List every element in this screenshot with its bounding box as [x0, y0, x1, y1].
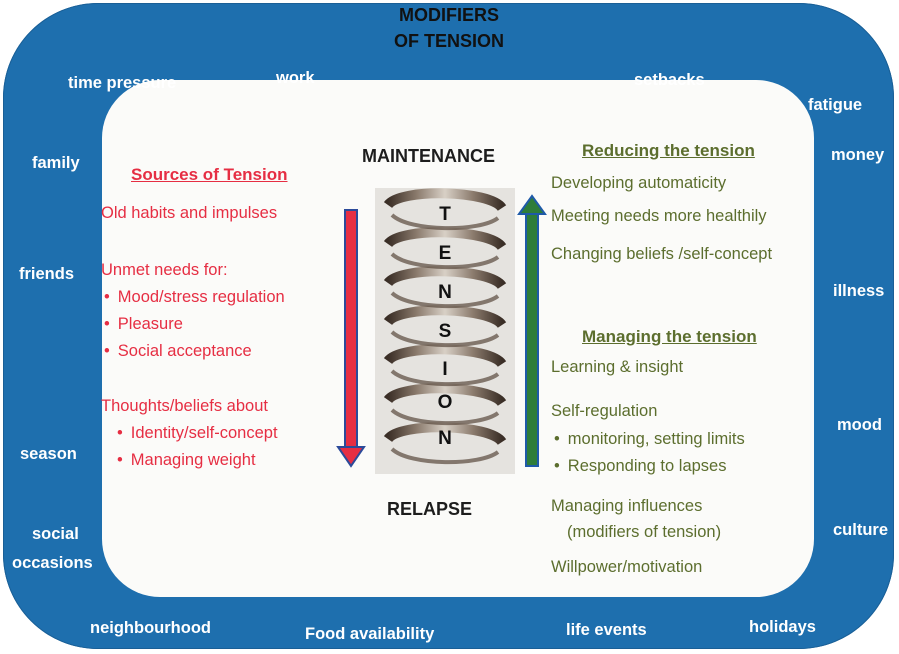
- sources-belief-item: Managing weight: [117, 451, 256, 471]
- sources-belief-item: Identity/self-concept: [117, 424, 278, 444]
- tension-letter-t: T: [439, 204, 451, 225]
- tension-letter-i: I: [442, 359, 448, 380]
- reducing-item: Developing automaticity: [551, 174, 727, 192]
- modifier-time-pressure: time pressure: [68, 74, 177, 92]
- tension-letter-e: E: [438, 243, 452, 264]
- reducing-item: Changing beliefs /self-concept: [551, 245, 773, 263]
- modifier-food-availability: Food availability: [305, 625, 435, 643]
- managing-heading: Managing the tension: [582, 327, 757, 346]
- tension-letter-n2: N: [438, 428, 452, 449]
- modifier-season: season: [20, 445, 77, 463]
- sources-thoughts: Thoughts/beliefs about: [101, 397, 268, 415]
- managing-influences: Managing influences: [551, 497, 703, 515]
- modifier-work: work: [276, 69, 315, 87]
- managing-bullet-item: Responding to lapses: [554, 457, 727, 477]
- managing-willpower: Willpower/motivation: [551, 558, 703, 576]
- sources-heading: Sources of Tension: [131, 165, 288, 184]
- tension-letter-s: S: [438, 321, 452, 342]
- modifiers-title: MODIFIERS OF TENSION: [337, 2, 561, 54]
- sources-old-habits: Old habits and impulses: [101, 204, 278, 222]
- modifier-money: money: [831, 146, 885, 164]
- modifier-family: family: [32, 154, 80, 172]
- relapse-label: RELAPSE: [387, 499, 473, 519]
- modifier-culture: culture: [833, 521, 889, 539]
- modifiers-title-line2: OF TENSION: [393, 31, 504, 51]
- modifier-social: social: [32, 525, 79, 543]
- modifier-setbacks: setbacks: [634, 71, 705, 89]
- modifier-life-events: life events: [566, 621, 647, 639]
- managing-learning: Learning & insight: [551, 358, 684, 376]
- modifier-mood: mood: [837, 416, 882, 434]
- modifier-neighbourhood: neighbourhood: [90, 619, 211, 637]
- managing-influences-note: (modifiers of tension): [567, 523, 722, 541]
- managing-bullet-item: monitoring, setting limits: [554, 430, 745, 450]
- sources-need-item: Social acceptance: [104, 342, 252, 362]
- reducing-item: Meeting needs more healthily: [551, 207, 767, 225]
- sources-unmet-needs: Unmet needs for:: [101, 261, 228, 279]
- modifier-holidays: holidays: [749, 618, 816, 636]
- up-arrow: [517, 194, 547, 467]
- modifier-illness: illness: [833, 282, 885, 300]
- tension-letter-o: O: [437, 392, 453, 413]
- tension-letter-n: N: [438, 282, 452, 303]
- sources-need-item: Pleasure: [104, 315, 183, 335]
- sources-need-item: Mood/stress regulation: [104, 288, 285, 308]
- reducing-heading: Reducing the tension: [582, 141, 755, 160]
- down-arrow: [336, 209, 366, 468]
- modifier-friends: friends: [19, 265, 75, 283]
- modifier-fatigue: fatigue: [808, 96, 863, 114]
- modifiers-title-line1: MODIFIERS: [398, 5, 499, 25]
- maintenance-label: MAINTENANCE: [362, 146, 495, 166]
- managing-self-regulation: Self-regulation: [551, 402, 658, 420]
- modifier-occasions: occasions: [12, 554, 93, 572]
